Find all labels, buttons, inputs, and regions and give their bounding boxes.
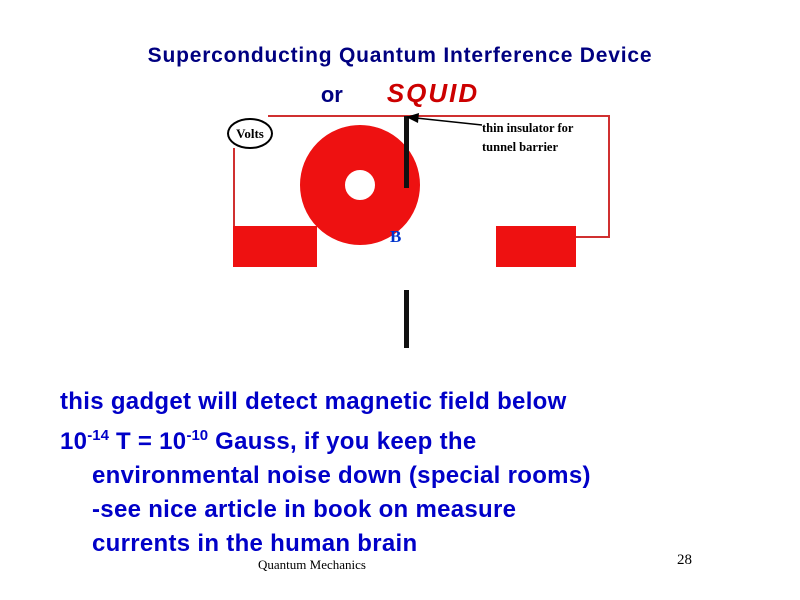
slide-page-number: 28 (677, 552, 692, 568)
body-line-2-base3: Gauss, if you keep the (208, 428, 477, 455)
body-line-2: 10-14 T = 10-10 Gauss, if you keep the (60, 419, 770, 459)
body-line-2-base2: T = 10 (108, 428, 187, 455)
squid-ring (300, 125, 420, 245)
body-line-2-sup2: -10 (186, 427, 209, 444)
body-line-2-base1: 10 (60, 428, 88, 455)
body-line-5: currents in the human brain (92, 530, 418, 557)
slide-subtitle: or SQUID (0, 78, 800, 109)
body-text: this gadget will detect magnetic field b… (60, 385, 770, 561)
squid-left-arm (233, 226, 317, 267)
squid-right-arm (496, 226, 576, 267)
voltmeter-label: Volts (236, 125, 264, 141)
subtitle-squid: SQUID (386, 78, 480, 108)
magnetic-field-label: B (390, 227, 402, 246)
body-line-2-sup1: -14 (87, 427, 109, 444)
subtitle-or: or (320, 82, 343, 107)
body-line-3: environmental noise down (special rooms) (92, 462, 591, 489)
body-line-1: this gadget will detect magnetic field b… (60, 388, 567, 415)
circuit-wire-right-stub (576, 236, 610, 238)
voltmeter: Volts (227, 118, 273, 149)
josephson-junction-bottom (404, 290, 409, 348)
insulator-annotation-line1: thin insulator for (482, 121, 574, 135)
circuit-wire-left (233, 148, 235, 240)
insulator-annotation-line2: tunnel barrier (482, 140, 559, 155)
body-line-4: -see nice article in book on measure (92, 496, 517, 523)
footer-course-label: Quantum Mechanics (258, 557, 366, 572)
circuit-wire-right (608, 115, 610, 238)
insulator-annotation: thin insulator for tunnel barrier (482, 119, 573, 158)
circuit-wire-top (268, 115, 610, 117)
annotation-arrow-icon (406, 113, 483, 126)
slide-title: Superconducting Quantum Interference Dev… (147, 44, 653, 67)
josephson-junction-top (404, 116, 409, 188)
